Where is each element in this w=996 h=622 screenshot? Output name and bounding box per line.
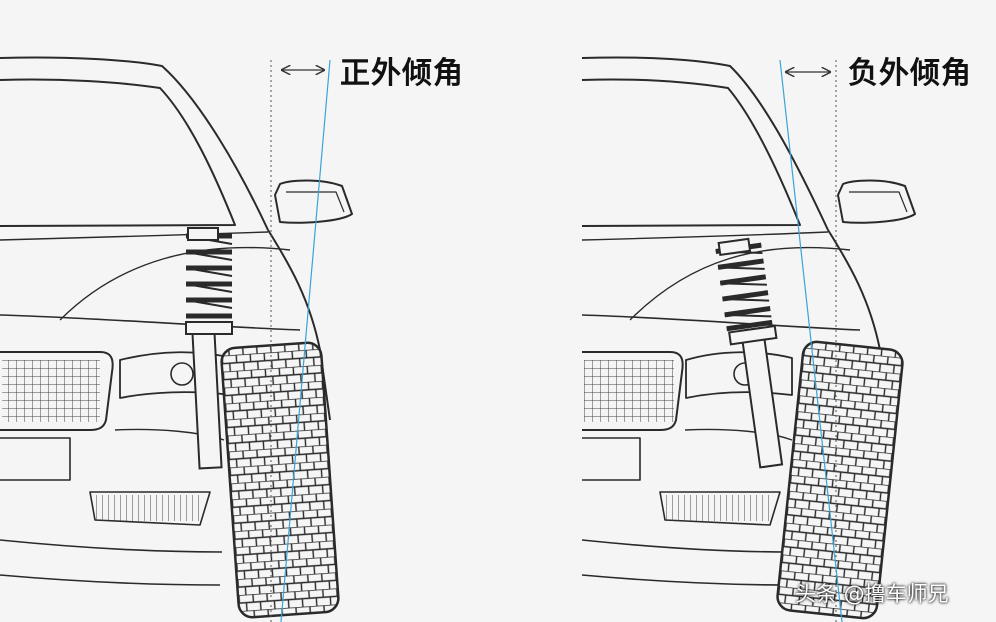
reference-lines-right [779,59,843,622]
car-front-left [0,56,353,586]
tire-right [776,340,904,620]
strut-left [185,227,233,470]
strut-right [715,237,784,469]
positive-camber-label: 正外倾角 [340,56,464,91]
negative-camber-label: 负外倾角 [848,56,972,91]
reference-lines-left [270,59,331,622]
tire-left [220,341,340,619]
watermark: 头条 @撸车师兄 [795,582,949,606]
car-front-right [581,56,916,586]
